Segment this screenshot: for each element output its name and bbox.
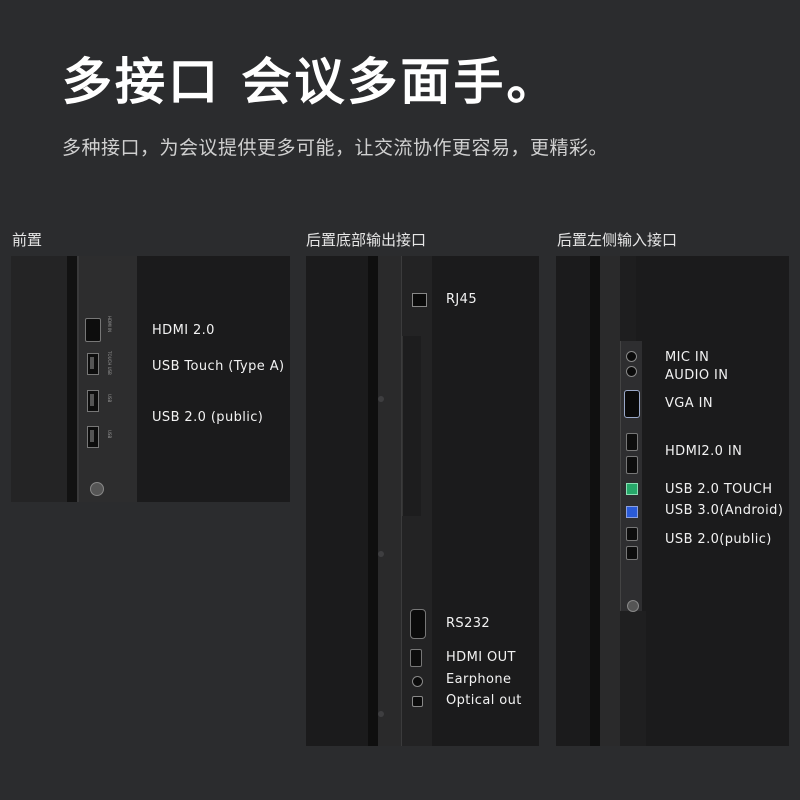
vga-port-icon: [624, 390, 640, 418]
rear-left-ports-panel: MIC IN AUDIO IN VGA IN HDMI2.0 IN USB 2.…: [556, 256, 789, 746]
usb2-port-icon-2: [626, 546, 638, 560]
hdmi-port-marking: HDMI IN: [107, 316, 112, 333]
optical-out-port-icon: [412, 696, 423, 707]
usb-port-marking: USB: [107, 394, 112, 403]
usb-touch-port-marking: TOUCH USB: [107, 351, 112, 375]
front-ports-panel: HDMI IN TOUCH USB USB USB HDMI 2.0 USB T…: [11, 256, 290, 502]
rear-bottom-frame: [378, 256, 402, 746]
label-hdmi-2-0: HDMI 2.0: [152, 323, 215, 338]
rear-bottom-bezel: [368, 256, 378, 746]
page-subtitle: 多种接口，为会议提供更多可能，让交流协作更容易，更精彩。: [62, 137, 609, 159]
screw-icon-3: [378, 711, 384, 717]
screw-icon: [378, 396, 384, 402]
label-usb-2-0-touch: USB 2.0 TOUCH: [665, 482, 773, 497]
usb-touch-port-icon: [626, 483, 638, 495]
label-earphone: Earphone: [446, 672, 512, 687]
usb-touch-port-icon: [87, 353, 99, 375]
label-vga-in: VGA IN: [665, 396, 713, 411]
screw-icon-2: [378, 551, 384, 557]
front-port-face: [77, 256, 137, 502]
hdmi-out-port-icon: [410, 649, 422, 667]
rear-bottom-ports-panel: RJ45 RS232 HDMI OUT Earphone Optical out: [306, 256, 539, 746]
rear-left-frame: [600, 256, 620, 746]
rear-left-bottom-block: [620, 611, 646, 746]
label-hdmi2-0-in: HDMI2.0 IN: [665, 444, 743, 459]
rear-bottom-cover: [402, 336, 421, 516]
label-usb-2-0-public: USB 2.0(public): [665, 532, 772, 547]
mic-in-jack-icon: [626, 351, 637, 362]
hdmi-port-icon: [85, 318, 101, 342]
screw-knob-icon: [627, 600, 639, 612]
label-optical-out: Optical out: [446, 693, 522, 708]
label-hdmi-out: HDMI OUT: [446, 650, 516, 665]
rear-bottom-panel-title: 后置底部输出接口: [306, 231, 427, 249]
earphone-jack-icon: [412, 676, 423, 687]
rs232-port-icon: [410, 609, 426, 639]
label-usb-touch: USB Touch (Type A): [152, 359, 285, 374]
label-mic-in: MIC IN: [665, 350, 710, 365]
rj45-port-icon: [412, 293, 427, 307]
front-bezel-strip: [67, 256, 77, 502]
usb3-port-icon: [626, 506, 638, 518]
rear-left-top-block: [620, 256, 636, 341]
usb-port-icon-2: [87, 426, 99, 448]
usb-port-icon: [87, 390, 99, 412]
front-panel-title: 前置: [12, 231, 43, 249]
rear-left-port-face: [620, 341, 642, 611]
page-title: 多接口 会议多面手。: [62, 53, 560, 111]
usb-port-marking-2: USB: [107, 430, 112, 439]
label-usb-3-0-android: USB 3.0(Android): [665, 503, 784, 518]
label-rj45: RJ45: [446, 292, 478, 307]
hdmi-in-port-icon-2: [626, 456, 638, 474]
label-rs232: RS232: [446, 616, 491, 631]
rear-left-bezel: [590, 256, 600, 746]
audio-in-jack-icon: [626, 366, 637, 377]
label-usb-2-0-public: USB 2.0 (public): [152, 410, 264, 425]
rear-left-panel-title: 后置左侧输入接口: [557, 231, 678, 249]
usb2-port-icon: [626, 527, 638, 541]
hdmi-in-port-icon: [626, 433, 638, 451]
power-knob-icon: [90, 482, 104, 496]
label-audio-in: AUDIO IN: [665, 368, 729, 383]
